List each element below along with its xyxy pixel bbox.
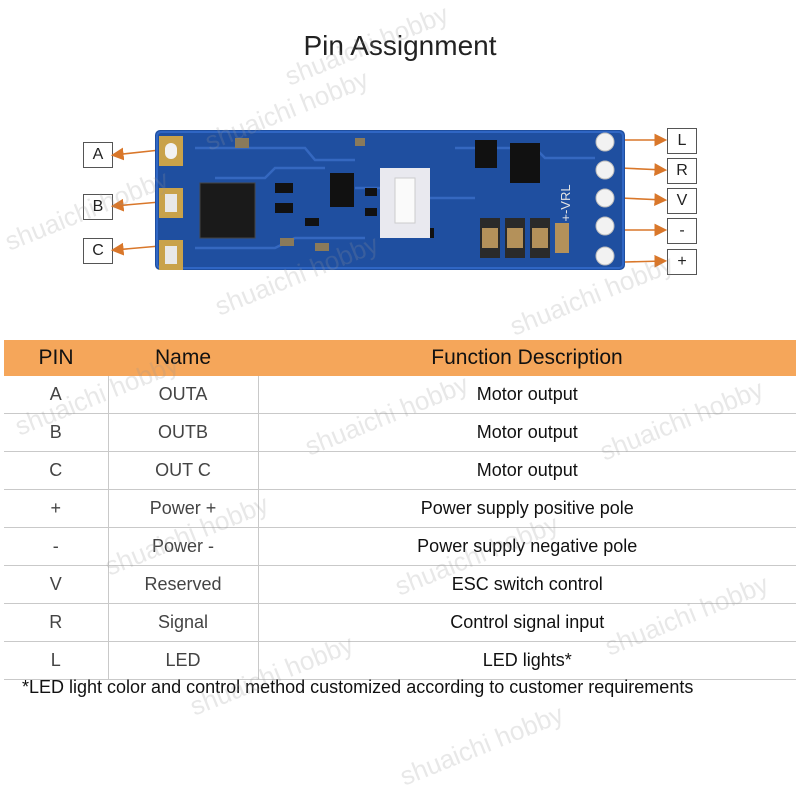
cell-desc: Power supply negative pole xyxy=(258,527,796,566)
table-row: V Reserved ESC switch control xyxy=(4,565,796,604)
pin-arrows xyxy=(110,133,668,268)
left-pads xyxy=(159,136,183,270)
cell-desc: ESC switch control xyxy=(258,565,796,604)
table-row: - Power - Power supply negative pole xyxy=(4,527,796,566)
table-row: L LED LED lights* xyxy=(4,641,796,680)
cell-pin: L xyxy=(4,641,109,680)
header-name: Name xyxy=(108,340,258,376)
cell-pin: B xyxy=(4,413,109,452)
right-pads xyxy=(595,132,615,266)
cell-name: OUTA xyxy=(108,376,259,414)
pin-label-r: R xyxy=(667,158,697,184)
cell-pin: - xyxy=(4,527,109,566)
pin-label-c: C xyxy=(83,238,113,264)
table-row: C OUT C Motor output xyxy=(4,451,796,490)
cell-name: OUT C xyxy=(108,451,259,490)
page-title: Pin Assignment xyxy=(303,30,497,61)
cell-name: Power - xyxy=(108,527,259,566)
pin-label-minus: - xyxy=(667,218,697,244)
table-row: A OUTA Motor output xyxy=(4,376,796,414)
arrow-v xyxy=(619,193,668,206)
cell-desc: Control signal input xyxy=(258,603,796,642)
footnote: *LED light color and control method cust… xyxy=(22,677,694,697)
cell-pin: R xyxy=(4,603,109,642)
capacitors xyxy=(480,218,569,258)
cell-desc: Motor output xyxy=(258,376,796,414)
cell-name: Power + xyxy=(108,489,259,528)
cell-desc: LED lights* xyxy=(258,641,796,680)
header-function: Function Description xyxy=(258,340,796,376)
cell-name: Signal xyxy=(108,603,259,642)
arrow-a xyxy=(110,147,161,161)
cell-pin: + xyxy=(4,489,109,528)
cell-pin: A xyxy=(4,376,109,414)
arrow-b xyxy=(110,198,161,212)
cell-name: LED xyxy=(108,641,259,680)
watermark: shuaichi hobby xyxy=(395,698,568,792)
cell-name: Reserved xyxy=(108,565,259,604)
arrow-r xyxy=(619,163,668,176)
pin-label-plus: + xyxy=(667,249,697,275)
main-chip xyxy=(200,183,255,238)
cell-pin: C xyxy=(4,451,109,490)
pcb-board: +-VRL xyxy=(155,130,625,270)
table-row: B OUTB Motor output xyxy=(4,413,796,452)
cell-desc: Motor output xyxy=(258,413,796,452)
pin-table: PIN Name Function Description A OUTA Mot… xyxy=(4,340,796,680)
pin-label-l: L xyxy=(667,128,697,154)
cell-desc: Motor output xyxy=(258,451,796,490)
table-row: R Signal Control signal input xyxy=(4,603,796,642)
arrow-c xyxy=(110,242,161,256)
cell-pin: V xyxy=(4,565,109,604)
arrow-plus xyxy=(624,254,668,268)
table-row: + Power + Power supply positive pole xyxy=(4,489,796,528)
table-header-row: PIN Name Function Description xyxy=(4,340,796,376)
pin-label-v: V xyxy=(667,188,697,214)
cell-desc: Power supply positive pole xyxy=(258,489,796,528)
silkscreen-label: +-VRL xyxy=(558,184,573,221)
header-pin: PIN xyxy=(4,340,108,376)
cell-name: OUTB xyxy=(108,413,259,452)
pin-label-a: A xyxy=(83,142,113,168)
